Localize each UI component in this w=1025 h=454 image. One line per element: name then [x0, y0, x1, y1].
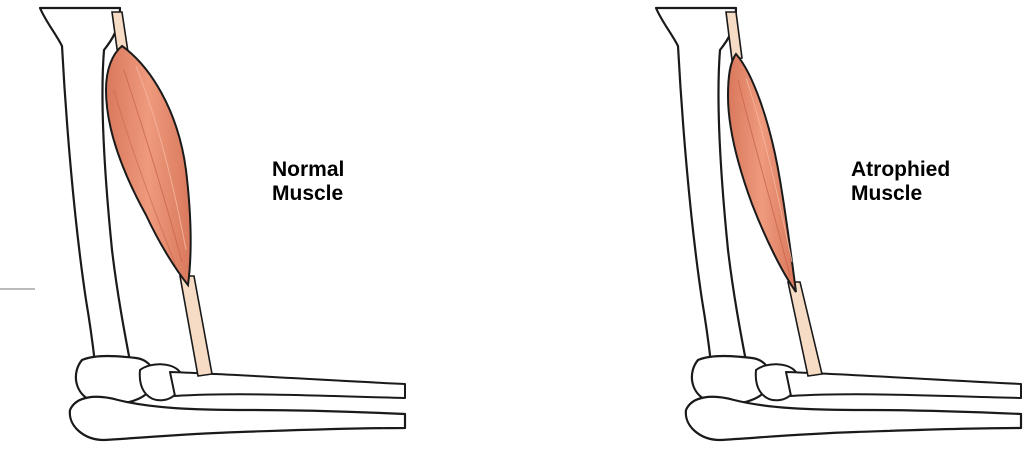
radius-bone-normal	[170, 372, 405, 398]
radius-bone-atrophied	[786, 372, 1021, 398]
label-line-1: Atrophied	[851, 158, 950, 182]
upper-tendon-atrophied	[726, 12, 742, 60]
lower-tendon-normal	[180, 276, 212, 376]
ulna-bone-normal	[70, 397, 405, 440]
normal-muscle-label: Normal Muscle	[272, 158, 344, 206]
atrophied-arm-illustration	[656, 8, 1021, 440]
lower-tendon-atrophied	[788, 282, 822, 376]
label-line-2: Muscle	[272, 182, 344, 206]
label-line-1: Normal	[272, 158, 344, 182]
normal-arm-illustration	[40, 8, 405, 440]
label-line-2: Muscle	[851, 182, 950, 206]
atrophied-muscle-label: Atrophied Muscle	[851, 158, 950, 206]
ulna-bone-atrophied	[686, 397, 1021, 440]
biceps-muscle-atrophied	[728, 54, 796, 292]
